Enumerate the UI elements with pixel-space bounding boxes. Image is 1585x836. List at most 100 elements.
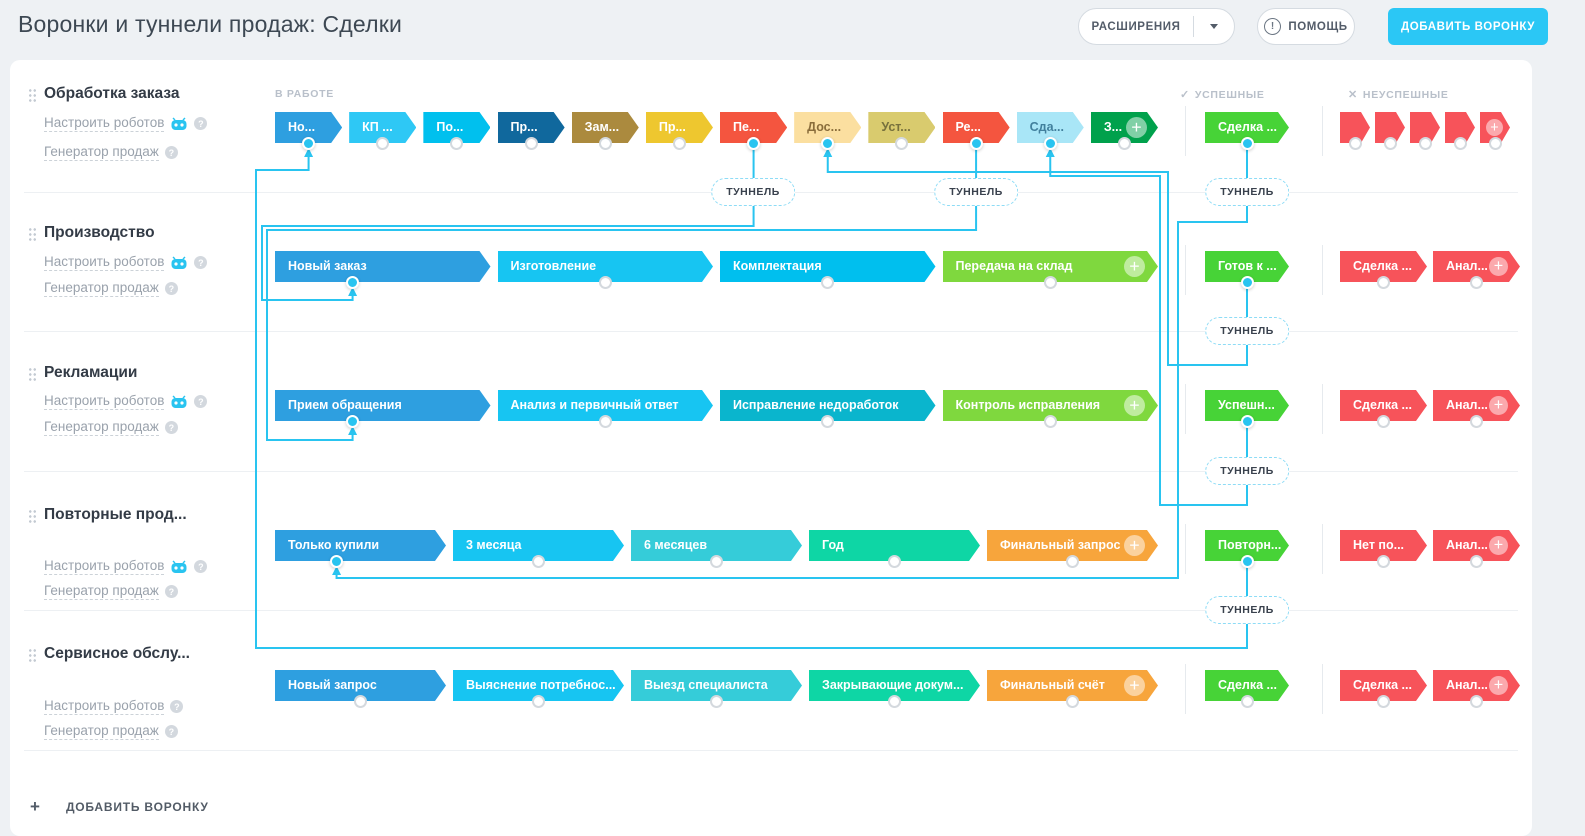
- tunnel-point[interactable]: [1453, 136, 1467, 150]
- tunnel-point[interactable]: [969, 136, 983, 150]
- tunnel-point[interactable]: [1348, 136, 1362, 150]
- drag-handle[interactable]: [28, 509, 37, 524]
- tunnel-point[interactable]: [888, 554, 901, 568]
- tunnel-point[interactable]: [821, 136, 835, 150]
- tunnel-point[interactable]: [1240, 414, 1254, 428]
- help-icon[interactable]: ?: [194, 560, 208, 573]
- add-stage-button[interactable]: +: [1489, 257, 1508, 276]
- stage-chevron[interactable]: Пр...: [498, 112, 565, 143]
- robot-icon[interactable]: [170, 560, 188, 574]
- tunnel-badge[interactable]: ТУННЕЛЬ: [711, 178, 795, 206]
- drag-handle[interactable]: [28, 88, 37, 103]
- tunnel-point[interactable]: [1470, 554, 1483, 568]
- tunnel-point[interactable]: [532, 694, 545, 708]
- configure-robots-link[interactable]: Настроить роботов: [44, 698, 165, 715]
- stage-chevron[interactable]: Только купили: [275, 530, 446, 561]
- help-icon[interactable]: ?: [194, 256, 208, 269]
- stage-chevron[interactable]: Прием обращения: [275, 390, 491, 421]
- add-stage-button[interactable]: +: [1489, 396, 1508, 415]
- tunnel-point[interactable]: [330, 554, 344, 568]
- help-icon[interactable]: ?: [164, 421, 178, 434]
- drag-handle[interactable]: [28, 648, 37, 663]
- tunnel-point[interactable]: [346, 414, 360, 428]
- tunnel-point[interactable]: [598, 275, 612, 289]
- tunnel-point[interactable]: [888, 694, 901, 708]
- help-icon[interactable]: ?: [164, 585, 178, 598]
- tunnel-point[interactable]: [1066, 554, 1079, 568]
- tunnel-badge[interactable]: ТУННЕЛЬ: [934, 178, 1018, 206]
- tunnel-point[interactable]: [710, 694, 723, 708]
- sales-generator-link[interactable]: Генератор продаж: [44, 280, 159, 297]
- add-stage-button[interactable]: +: [1124, 675, 1145, 696]
- add-stage-button[interactable]: +: [1124, 535, 1145, 556]
- tunnel-point[interactable]: [821, 275, 835, 289]
- tunnel-point[interactable]: [1377, 694, 1390, 708]
- add-stage-button[interactable]: +: [1489, 676, 1508, 695]
- help-icon[interactable]: ?: [194, 117, 208, 130]
- tunnel-point[interactable]: [1377, 554, 1390, 568]
- configure-robots-link[interactable]: Настроить роботов: [44, 254, 165, 271]
- robot-icon[interactable]: [170, 256, 188, 270]
- drag-handle[interactable]: [28, 227, 37, 242]
- tunnel-point[interactable]: [1383, 136, 1397, 150]
- tunnel-point[interactable]: [354, 694, 367, 708]
- tunnel-point[interactable]: [1377, 275, 1390, 289]
- stage-chevron-fail[interactable]: Анал...: [1433, 251, 1520, 282]
- tunnel-point[interactable]: [598, 414, 612, 428]
- tunnel-point[interactable]: [1066, 694, 1079, 708]
- tunnel-point[interactable]: [302, 136, 316, 150]
- tunnel-point[interactable]: [376, 136, 390, 150]
- stage-chevron[interactable]: Зам...: [572, 112, 639, 143]
- tunnel-point[interactable]: [821, 414, 835, 428]
- robot-icon[interactable]: [170, 395, 188, 409]
- tunnel-point[interactable]: [1488, 136, 1502, 150]
- sales-generator-link[interactable]: Генератор продаж: [44, 723, 159, 740]
- add-funnel-bottom-button[interactable]: + ДОБАВИТЬ ВОРОНКУ: [30, 798, 209, 815]
- tunnel-point[interactable]: [710, 554, 723, 568]
- tunnel-point[interactable]: [1470, 275, 1483, 289]
- tunnel-point[interactable]: [1240, 275, 1254, 289]
- tunnel-point[interactable]: [1240, 554, 1254, 568]
- drag-handle[interactable]: [28, 367, 37, 382]
- tunnel-point[interactable]: [524, 136, 538, 150]
- tunnel-point[interactable]: [346, 275, 360, 289]
- tunnel-point[interactable]: [747, 136, 761, 150]
- tunnel-point[interactable]: [1418, 136, 1432, 150]
- stage-chevron[interactable]: 6 месяцев: [631, 530, 802, 561]
- tunnel-point[interactable]: [895, 136, 909, 150]
- configure-robots-link[interactable]: Настроить роботов: [44, 558, 165, 575]
- configure-robots-link[interactable]: Настроить роботов: [44, 393, 165, 410]
- help-icon[interactable]: ?: [170, 700, 184, 713]
- add-stage-button[interactable]: +: [1126, 117, 1147, 138]
- tunnel-badge[interactable]: ТУННЕЛЬ: [1205, 596, 1289, 624]
- help-icon[interactable]: ?: [164, 725, 178, 738]
- tunnel-badge[interactable]: ТУННЕЛЬ: [1205, 317, 1289, 345]
- help-button[interactable]: ! ПОМОЩЬ: [1257, 8, 1355, 45]
- robot-icon[interactable]: [170, 117, 188, 131]
- help-icon[interactable]: ?: [194, 395, 208, 408]
- tunnel-point[interactable]: [1240, 136, 1254, 150]
- tunnel-point[interactable]: [1470, 414, 1483, 428]
- tunnel-point[interactable]: [672, 136, 686, 150]
- sales-generator-link[interactable]: Генератор продаж: [44, 583, 159, 600]
- configure-robots-link[interactable]: Настроить роботов: [44, 115, 165, 132]
- tunnel-point[interactable]: [1043, 414, 1057, 428]
- tunnel-point[interactable]: [532, 554, 545, 568]
- tunnel-point[interactable]: [1470, 694, 1483, 708]
- sales-generator-link[interactable]: Генератор продаж: [44, 144, 159, 161]
- tunnel-badge[interactable]: ТУННЕЛЬ: [1205, 457, 1289, 485]
- stage-chevron[interactable]: Передача на склад: [943, 251, 1159, 282]
- tunnel-point[interactable]: [1240, 694, 1254, 708]
- tunnel-point[interactable]: [1117, 136, 1131, 150]
- add-stage-button[interactable]: +: [1486, 119, 1503, 136]
- add-stage-button[interactable]: +: [1489, 536, 1508, 555]
- stage-chevron[interactable]: Новый заказ: [275, 251, 491, 282]
- tunnel-point[interactable]: [1377, 414, 1390, 428]
- add-stage-button[interactable]: +: [1124, 256, 1145, 277]
- add-funnel-button[interactable]: ДОБАВИТЬ ВОРОНКУ: [1388, 8, 1548, 45]
- tunnel-point[interactable]: [1043, 136, 1057, 150]
- sales-generator-link[interactable]: Генератор продаж: [44, 419, 159, 436]
- tunnel-point[interactable]: [598, 136, 612, 150]
- tunnel-badge[interactable]: ТУННЕЛЬ: [1205, 178, 1289, 206]
- stage-chevron-success[interactable]: Готов к ...: [1205, 251, 1289, 282]
